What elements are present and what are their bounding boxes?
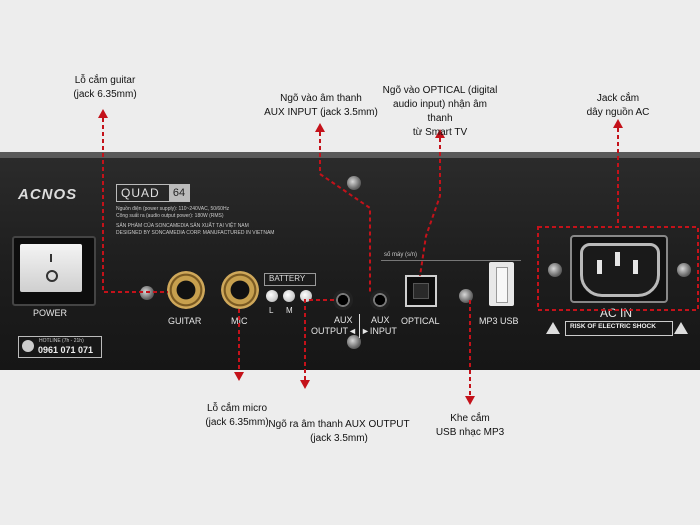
hazard-icon-right [674,322,688,334]
spec-line-1: Nguồn điện (power supply): 110~240VAC, 5… [116,206,230,212]
usb-port[interactable] [489,262,514,306]
usb-label: MP3 USB [479,316,519,326]
mic-annotation: Lỗ cắm micro (jack 6.35mm) [192,402,282,430]
arrow-aux-out [300,380,310,389]
guitar-jack[interactable] [167,271,205,309]
serial-line [381,260,521,261]
screw-4 [459,289,473,303]
ac-annotation-line1: Jack cắm [596,93,640,104]
aux-out-annotation-line1: Ngõ ra âm thanh AUX OUTPUT [268,419,410,430]
usb-annotation: Khe cắm USB nhạc MP3 [425,412,515,440]
guitar-annotation-line2: (jack 6.35mm) [73,89,137,100]
battery-l-label: L [269,306,274,315]
aux-output-jack[interactable] [333,290,353,310]
mic-jack[interactable] [221,271,259,309]
usb-annotation-line2: USB nhạc MP3 [435,427,505,438]
aux-input-jack[interactable] [370,290,390,310]
arrow-mic [234,372,244,381]
optical-annotation-line3: từ Smart TV [412,127,468,138]
spec-line-4: DESIGNED BY SONCAMEDIA CORP. MANUFACTURE… [116,230,275,236]
ac-pin-1 [597,260,602,274]
spec-line-3: SẢN PHẨM CỦA SONCAMEDIA SẢN XUẤT TẠI VIỆ… [116,223,249,229]
ac-annotation: Jack cắm dây nguồn AC [578,92,658,120]
leader-guitar [102,118,168,293]
arrow-usb [465,396,475,405]
aux-in-annotation-line2: AUX INPUT (jack 3.5mm) [264,107,378,118]
hotline-box: HOTLINE (7h - 21h) 0961 071 071 [18,336,102,358]
aux-out-label-2: OUTPUT◄ [311,326,357,336]
guitar-annotation: Lỗ cắm guitar (jack 6.35mm) [60,74,150,102]
battery-led-m [283,290,295,302]
phone-icon [22,340,34,352]
ac-socket[interactable] [580,243,660,297]
battery-label: BATTERY [269,274,306,283]
screw-2 [347,176,361,190]
leader-aux-in [319,132,371,292]
aux-out-label-1: AUX [334,315,353,325]
guitar-annotation-line1: Lỗ cắm guitar [74,75,136,86]
model-name: QUAD [121,186,160,200]
screw-3 [347,335,361,349]
risk-label: RISK OF ELECTRIC SHOCK [570,323,656,330]
optical-door [413,283,429,299]
spec-line-2: Công suất ra (audio output power): 180W … [116,213,224,219]
aux-in-annotation: Ngõ vào âm thanh AUX INPUT (jack 3.5mm) [258,92,384,120]
guitar-label: GUITAR [168,316,202,326]
screw-6 [677,263,691,277]
arrow-ac [613,119,623,128]
battery-box: BATTERY [264,273,316,286]
hotline-caption: HOTLINE (7h - 21h) [39,338,84,344]
brand-logo: ACNOS [18,186,78,203]
usb-tongue [496,267,508,303]
optical-label: OPTICAL [401,316,440,326]
model-number: 64 [169,185,189,201]
arrow-optical [435,129,445,138]
ac-annotation-line2: dây nguồn AC [586,107,650,118]
model-badge: QUAD 64 [116,184,190,202]
aux-divider [359,314,360,338]
aux-in-annotation-line1: Ngõ vào âm thanh [280,93,362,104]
mic-label: MIC [231,316,248,326]
ac-pin-3 [633,260,638,274]
ac-socket-frame [570,235,668,303]
mic-annotation-line2: (jack 6.35mm) [205,417,269,428]
leader-optical [419,138,441,277]
usb-annotation-line1: Khe cắm [450,413,490,424]
ac-pin-2 [615,252,620,266]
aux-in-label-2: ►INPUT [361,326,397,336]
ac-highlight-box [537,226,699,311]
optical-port[interactable] [405,275,437,307]
arrow-guitar [98,109,108,118]
risk-box: RISK OF ELECTRIC SHOCK [565,321,673,336]
arrow-aux-in [315,123,325,132]
serial-label: số máy (s/n) [384,252,418,258]
optical-annotation: Ngõ vào OPTICAL (digital audio input) nh… [380,84,500,140]
power-switch[interactable] [20,244,82,292]
mic-annotation-line1: Lỗ cắm micro [206,403,267,414]
power-label: POWER [33,308,68,318]
hazard-icon-left [546,322,560,334]
screw-5 [548,263,562,277]
power-off-mark [46,270,58,282]
battery-m-label: M [286,306,293,315]
battery-led-l [266,290,278,302]
aux-out-annotation-line2: (jack 3.5mm) [310,433,368,444]
panel-top-edge [0,152,700,160]
aux-out-annotation: Ngõ ra âm thanh AUX OUTPUT (jack 3.5mm) [264,418,414,446]
power-on-mark [50,254,52,262]
optical-annotation-line2: audio input) nhận âm thanh [393,99,487,124]
hotline-number: 0961 071 071 [38,345,94,355]
leader-aux-out [304,299,334,380]
aux-in-label-1: AUX [371,315,390,325]
optical-annotation-line1: Ngõ vào OPTICAL (digital [382,85,498,96]
